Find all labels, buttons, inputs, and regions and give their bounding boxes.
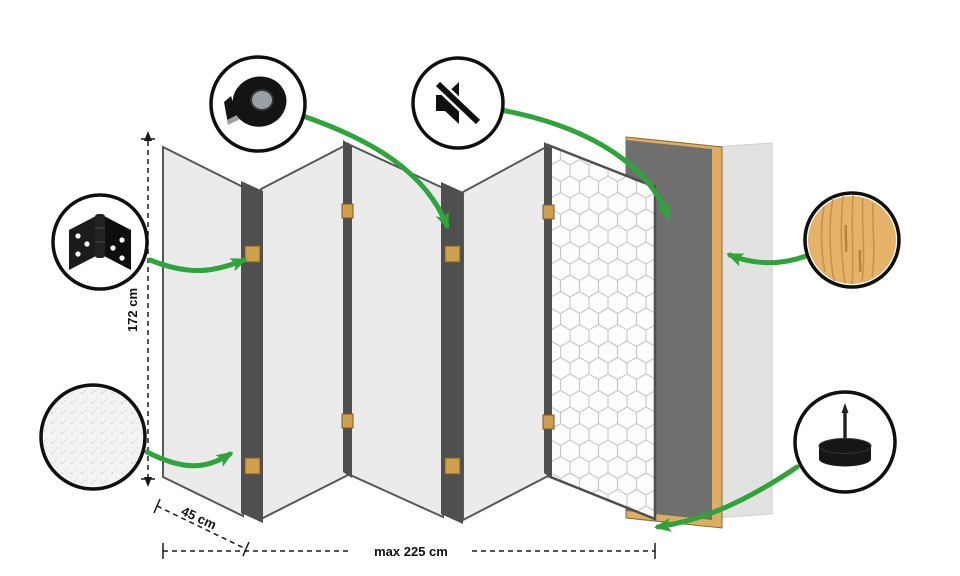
hinge — [341, 203, 354, 219]
fold-edge-4 — [544, 142, 552, 479]
callout-arrows — [144, 107, 809, 532]
tape-callout — [209, 55, 307, 153]
hinge — [542, 204, 555, 220]
panels — [162, 142, 549, 522]
arrow-mute — [498, 107, 671, 220]
hinge — [444, 245, 461, 263]
fold-edges — [241, 140, 552, 524]
panel-2 — [260, 142, 349, 521]
max-width-label: max 225 cm — [374, 544, 448, 559]
dimension-panel-width — [153, 498, 250, 557]
hinge — [341, 413, 354, 429]
panel-1 — [162, 145, 244, 518]
hinge-callout — [51, 193, 149, 291]
hinges — [244, 203, 555, 475]
felt-pad-icon — [818, 403, 872, 467]
tape-roll-icon — [224, 76, 287, 127]
dimension-max-width — [162, 543, 656, 559]
wood-callout — [803, 191, 901, 289]
panel-4 — [462, 144, 549, 522]
hinge — [444, 457, 461, 475]
arrow-fabric — [144, 449, 234, 469]
hinge-icon — [69, 214, 131, 270]
hinge — [542, 414, 555, 430]
arrow-tape — [300, 113, 450, 230]
arrow-felt — [654, 464, 800, 532]
height-label: 172 cm — [125, 288, 140, 332]
panel-3 — [347, 142, 444, 519]
arrow-hinge — [147, 257, 248, 273]
hinge — [244, 457, 261, 475]
fabric-callout — [39, 383, 147, 491]
mute-callout — [411, 56, 505, 150]
fold-edge-2 — [343, 140, 352, 478]
panel-width-label: 45 cm — [179, 503, 219, 532]
arrow-wood — [726, 252, 809, 267]
dimension-height — [141, 131, 155, 487]
wood-grain — [820, 194, 875, 285]
hinge — [244, 245, 261, 263]
patterned-panel — [546, 143, 657, 521]
fabric-texture-icon — [44, 388, 142, 486]
mute-speaker-icon — [434, 80, 482, 126]
fold-edge-3 — [441, 182, 463, 524]
felt-pad-callout — [793, 390, 897, 494]
